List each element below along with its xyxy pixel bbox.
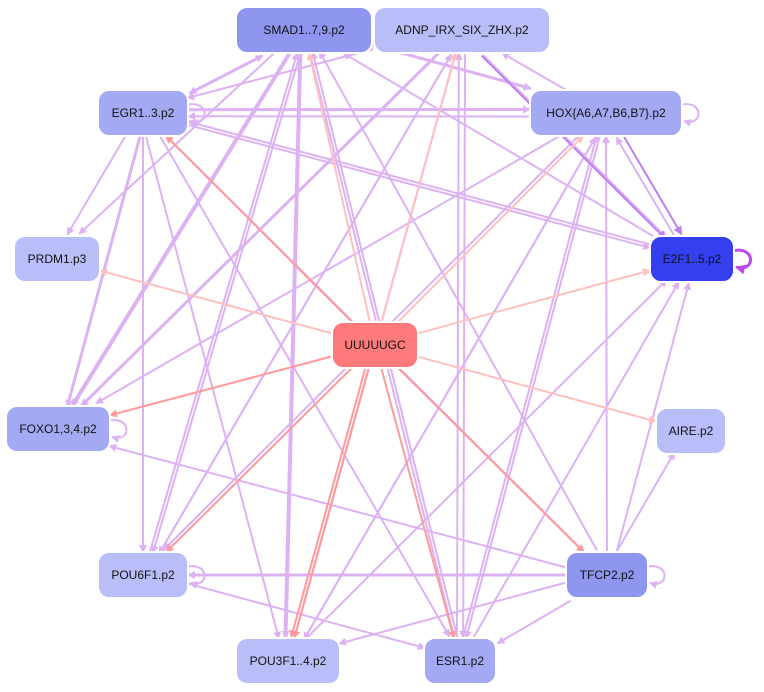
- self-loop-e2f: [731, 248, 752, 275]
- edge-hox-to-foxo: [95, 132, 565, 405]
- edge-uuuuugc-to-smad: [306, 52, 371, 323]
- node-box-egr[interactable]: [97, 89, 189, 137]
- edge-esr-to-e2f: [472, 281, 680, 639]
- edge-egr-to-prdm: [66, 133, 128, 236]
- edge-uuuuugc-to-esr: [380, 367, 456, 639]
- node-label-uuuuugc: UUUUUGC: [344, 338, 406, 352]
- edge-tfcp-to-foxo: [108, 443, 566, 569]
- node-box-hox[interactable]: [529, 89, 683, 137]
- self-loop-tfcp: [645, 565, 666, 589]
- self-loop-egr: [185, 103, 206, 127]
- edge-esr-to-adnp: [454, 51, 463, 638]
- node-prdm[interactable]: PRDM1.p3: [13, 235, 101, 283]
- node-label-adnp: ADNP_IRX_SIX_ZHX.p2: [395, 23, 529, 37]
- edge-hox-to-e2f: [621, 133, 683, 236]
- node-label-esr: ESR1.p2: [436, 654, 484, 668]
- edge-uuuuugc-to-egr: [165, 135, 353, 323]
- node-box-foxo[interactable]: [5, 405, 111, 453]
- edge-adnp-to-e2f: [481, 55, 667, 240]
- node-box-aire[interactable]: [655, 407, 727, 455]
- node-label-tfcp: TFCP2.p2: [580, 568, 635, 582]
- node-box-adnp[interactable]: [373, 6, 551, 54]
- edge-adnp-to-e2f: [481, 54, 668, 240]
- edge-uuuuugc-to-foxo: [109, 355, 333, 418]
- node-aire[interactable]: AIRE.p2: [655, 407, 727, 455]
- edge-uuuuugc-to-pou3: [292, 367, 370, 639]
- node-tfcp[interactable]: TFCP2.p2: [565, 551, 649, 599]
- edge-uuuuugc-to-adnp: [380, 52, 458, 323]
- node-label-prdm: PRDM1.p3: [28, 252, 87, 266]
- self-loop-hox: [679, 103, 700, 127]
- node-adnp[interactable]: ADNP_IRX_SIX_ZHX.p2: [373, 6, 551, 54]
- node-box-prdm[interactable]: [13, 235, 101, 283]
- node-box-tfcp[interactable]: [565, 551, 649, 599]
- edge-e2f-to-hox: [615, 136, 677, 239]
- node-smad[interactable]: SMAD1..7,9.p2: [235, 6, 373, 54]
- node-label-aire: AIRE.p2: [669, 424, 714, 438]
- node-box-smad[interactable]: [235, 6, 373, 54]
- motif-edges: [99, 52, 657, 639]
- node-box-esr[interactable]: [423, 637, 497, 685]
- node-pou6[interactable]: POU6F1.p2: [97, 551, 189, 599]
- node-box-e2f[interactable]: [649, 235, 735, 283]
- edge-tfcp-to-esr: [496, 599, 572, 645]
- edge-tfcp-to-aire: [616, 451, 676, 551]
- edge-uuuuugc-to-prdm: [99, 268, 333, 335]
- edge-uuuuugc-to-pou6: [165, 367, 353, 553]
- node-label-pou3: POU3F1..4.p2: [250, 654, 327, 668]
- edge-pou6-to-esr: [188, 582, 426, 651]
- self-loop-pou6: [185, 565, 206, 589]
- edge-uuuuugc-to-pou3: [289, 366, 367, 639]
- edge-smad-to-pou3: [281, 52, 303, 639]
- edge-uuuuugc-to-aire: [417, 355, 657, 424]
- edge-egr-to-esr: [158, 133, 451, 638]
- edge-pou3-to-hox: [303, 136, 597, 641]
- node-pou3[interactable]: POU3F1..4.p2: [235, 637, 341, 685]
- node-label-smad: SMAD1..7,9.p2: [263, 23, 345, 37]
- edge-tfcp-to-hox: [602, 135, 611, 553]
- node-hox[interactable]: HOX{A6,A7,B6,B7}.p2: [529, 89, 683, 137]
- edge-smad-to-foxo: [70, 51, 292, 408]
- node-e2f[interactable]: E2F1..5.p2: [649, 235, 735, 283]
- self-loop-edges: [107, 20, 752, 589]
- node-foxo[interactable]: FOXO1,3,4.p2: [5, 405, 111, 453]
- edge-smad-to-prdm: [78, 50, 278, 235]
- edge-e2f-to-smad: [342, 52, 654, 237]
- node-box-uuuuugc[interactable]: [331, 321, 419, 369]
- node-egr[interactable]: EGR1..3.p2: [97, 89, 189, 137]
- node-label-e2f: E2F1..5.p2: [663, 252, 722, 266]
- edge-uuuuugc-to-tfcp: [397, 367, 585, 553]
- edge-pou6-to-smad: [148, 52, 300, 553]
- edge-pou6-to-adnp: [158, 53, 453, 555]
- node-label-foxo: FOXO1,3,4.p2: [19, 422, 97, 436]
- node-box-pou3[interactable]: [235, 637, 341, 685]
- edge-uuuuugc-to-e2f: [417, 268, 651, 335]
- node-esr[interactable]: ESR1.p2: [423, 637, 497, 685]
- edge-adnp-to-esr: [459, 53, 468, 640]
- nodes-layer: UUUUUGC SMAD1..7,9.p2 ADNP_IRX_SIX_ZHX.p2E…: [5, 6, 735, 685]
- edge-adnp-to-egr: [186, 48, 374, 101]
- edge-hox-to-adnp: [501, 52, 567, 91]
- self-loop-foxo: [107, 419, 128, 443]
- node-uuuuugc[interactable]: UUUUUGC: [331, 321, 419, 369]
- node-label-hox: HOX{A6,A7,B6,B7}.p2: [546, 106, 666, 120]
- edge-uuuuugc-to-hox: [397, 135, 584, 323]
- node-label-egr: EGR1..3.p2: [112, 106, 175, 120]
- node-label-pou6: POU6F1.p2: [111, 568, 175, 582]
- edge-egr-to-smad: [188, 54, 264, 95]
- edge-smad-to-pou6: [150, 53, 302, 554]
- node-box-pou6[interactable]: [97, 551, 189, 599]
